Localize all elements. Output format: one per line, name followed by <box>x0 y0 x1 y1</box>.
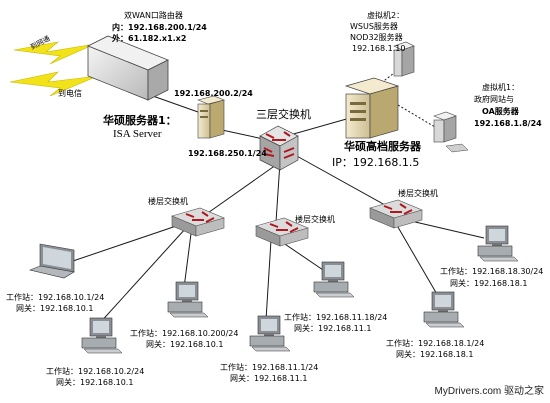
core-switch-icon <box>259 125 299 171</box>
ws-d-ip: 工作站：192.168.11.18/24 <box>284 313 388 322</box>
vm2-server-icon <box>393 41 415 77</box>
asus-high-server-icon <box>344 77 400 139</box>
vm2-line1: WSUS服务器 <box>350 22 398 31</box>
core-switch-label: 三层交换机 <box>256 108 311 121</box>
workstation-c-icon <box>81 317 123 354</box>
isa-link-ip: 192.168.200.2/24 <box>174 89 253 98</box>
ws-a-gateway: 网关：192.168.10.1 <box>16 304 94 313</box>
ws-g-ip: 工作站：192.168.18.1/24 <box>386 339 485 348</box>
ws-b-gateway: 网关：192.168.10.1 <box>146 340 224 349</box>
vm2-title: 虚拟机2： <box>367 11 405 20</box>
workstation-b-icon <box>167 281 209 318</box>
isa-lan-ip: 192.168.250.1/24 <box>188 149 267 158</box>
floor-switch-left-label: 楼层交换机 <box>148 197 188 206</box>
ws-d-gateway: 网关：192.168.11.1 <box>294 324 372 333</box>
floor-switch-right-icon <box>369 199 423 229</box>
ws-a-ip: 工作站：192.168.10.1/24 <box>6 293 105 302</box>
router-inside-ip: 内：192.168.200.1/24 <box>112 23 207 32</box>
ws-e-ip: 工作站：192.168.11.1/24 <box>220 363 319 372</box>
ws-c-ip: 工作站：192.168.10.2/24 <box>46 367 145 376</box>
isa-server-product: ISA Server <box>113 128 162 140</box>
floor-switch-right-label: 楼层交换机 <box>398 189 438 198</box>
wan-bolt-telecom <box>9 71 99 97</box>
vm2-ip: 192.168.1.10 <box>352 44 406 53</box>
workstation-g-icon <box>423 291 465 328</box>
vm1-ip: 192.168.1.8/24 <box>474 119 542 128</box>
ws-c-gateway: 网关：192.168.10.1 <box>56 378 134 387</box>
ws-g-gateway: 网关：192.168.18.1 <box>396 350 474 359</box>
watermark: MyDrivers.com 驱动之家 <box>434 386 544 397</box>
isa-server-name: 华硕服务器1： <box>103 114 177 127</box>
wan-telecom-label: 到电信 <box>58 89 82 98</box>
wan-bolt-netcom <box>13 41 96 65</box>
vm1-line2: OA服务器 <box>482 107 519 116</box>
workstation-f-icon <box>477 225 519 262</box>
ws-b-ip: 工作站：192.168.10.200/24 <box>130 329 239 338</box>
router-title: 双WAN口路由器 <box>124 11 183 20</box>
vm1-line1: 政府网站与 <box>474 95 514 104</box>
asus-high-server-ip: IP：192.168.1.5 <box>332 156 420 169</box>
floor-switch-middle-label: 楼层交换机 <box>295 215 335 224</box>
ws-e-gateway: 网关：192.168.11.1 <box>230 374 308 383</box>
router-outside-ip: 外：61.182.x1.x2 <box>112 34 187 43</box>
vm1-title: 虚拟机1： <box>482 83 520 92</box>
workstation-d-icon <box>313 261 355 298</box>
vm1-server-icon <box>433 111 469 153</box>
isa-server-icon <box>197 95 225 139</box>
ws-f-gateway: 网关：192.168.18.1 <box>450 279 528 288</box>
asus-high-server-name: 华硕高档服务器 <box>344 140 421 153</box>
floor-switch-left-icon <box>171 207 225 237</box>
laptop-icon <box>29 243 75 279</box>
vm2-line2: NOD32服务器 <box>350 33 403 42</box>
ws-f-ip: 工作站：192.168.18.30/24 <box>440 267 544 276</box>
router-icon <box>87 35 169 101</box>
